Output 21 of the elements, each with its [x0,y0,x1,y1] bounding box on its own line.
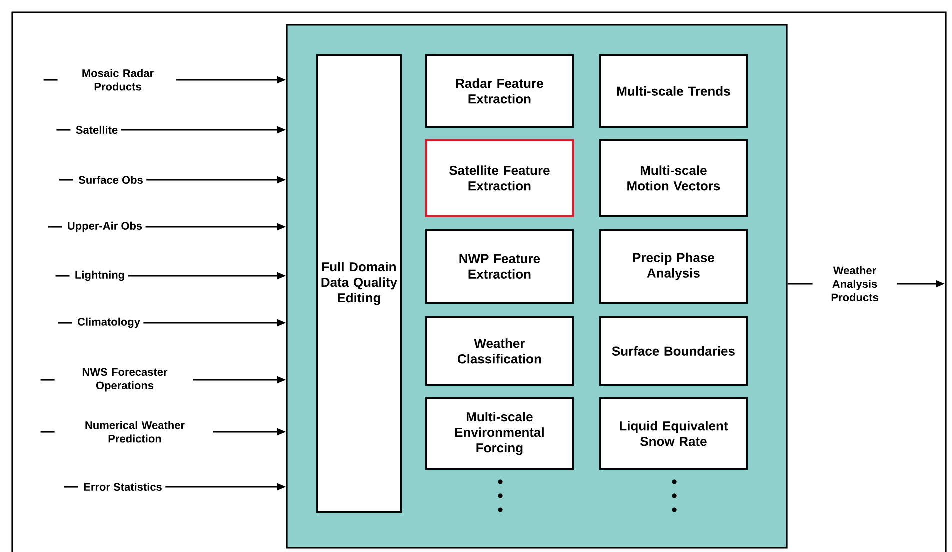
process-box: Weather Classification [425,316,574,386]
process-box: Precip Phase Analysis [599,229,748,304]
input-label: Mosaic Radar Products [82,69,154,91]
process-box: NWP Feature Extraction [425,229,574,304]
input-label: Surface Obs [78,176,143,184]
process-box: Surface Boundaries [599,316,748,386]
process-box: Multi-scale Trends [599,54,748,128]
process-box: Multi-scale Motion Vectors [599,139,748,217]
input-label: Lightning [76,270,124,282]
input-label: Upper-Air Obs [68,222,142,232]
process-box: Full Domain Data Quality Editing [316,54,402,513]
process-box: Liquid Equivalent Snow Rate [599,397,748,470]
process-box: Multi-scale Environmental Forcing [425,397,574,470]
process-box: Radar Feature Extraction [425,54,574,128]
output-label: Weather Analysis Products [832,266,878,302]
input-label: Numerical Weather Prediction [86,421,185,443]
input-label: Climatology [78,318,140,328]
input-label: NWS Forecaster Operations [82,368,168,392]
input-label: Satellite [76,126,118,134]
process-box: Satellite Feature Extraction [425,139,574,218]
input-label: Error Statistics [84,482,162,492]
